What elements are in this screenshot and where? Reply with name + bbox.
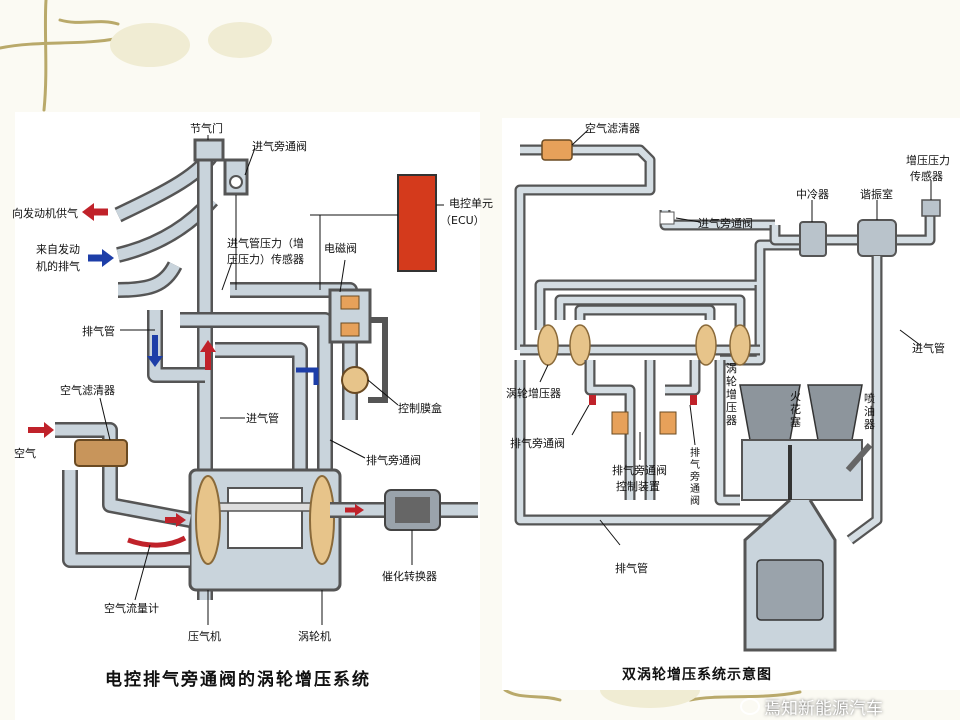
label-intake-manifold: 进气管 xyxy=(246,412,279,425)
label-r-exhaust-pipe: 排气管 xyxy=(615,562,648,575)
label-air-filter: 空气滤清器 xyxy=(60,384,115,397)
label-solenoid-valve: 电磁阀 xyxy=(324,242,357,255)
label-r-boost-sensor-1: 增压压力 xyxy=(906,154,950,167)
label-exhaust-bypass-valve: 排气旁通阀 xyxy=(366,454,421,467)
label-r-intake-bypass-valve: 进气旁通阀 xyxy=(698,217,753,230)
label-r-turbocharger-vertical: 涡轮增压器 xyxy=(726,362,737,427)
label-r-bypass-control-1: 排气旁通阀 xyxy=(612,464,667,477)
label-turbine: 涡轮机 xyxy=(298,630,331,643)
label-r-turbocharger: 涡轮增压器 xyxy=(506,387,561,400)
label-r-injector: 喷油器 xyxy=(864,392,875,431)
label-control-diaphragm: 控制膜盒 xyxy=(398,402,442,415)
label-throttle: 节气门 xyxy=(190,122,223,135)
label-air-flow-meter: 空气流量计 xyxy=(104,602,159,615)
label-r-resonator: 谐振室 xyxy=(860,188,893,201)
right-diagram-background xyxy=(502,118,960,690)
label-from-engine-2: 机的排气 xyxy=(36,260,80,273)
label-intake-bypass-valve: 进气旁通阀 xyxy=(252,140,307,153)
label-compressor: 压气机 xyxy=(188,630,221,643)
label-r-air-filter: 空气滤清器 xyxy=(585,122,640,135)
label-r-exhaust-bypass-valve: 排气旁通阀 xyxy=(510,437,565,450)
label-exhaust-manifold: 排气管 xyxy=(82,325,115,338)
watermark-text: 焉知新能源汽车 xyxy=(764,699,883,719)
wechat-icon xyxy=(740,698,760,715)
label-to-engine: 向发动机供气 xyxy=(12,207,78,220)
label-boost-sensor-1: 进气管压力（增 xyxy=(227,237,304,250)
label-r-intercooler: 中冷器 xyxy=(796,188,829,201)
label-air: 空气 xyxy=(14,447,36,460)
label-boost-sensor-2: 压压力）传感器 xyxy=(227,253,304,266)
label-from-engine-1: 来自发动 xyxy=(36,243,80,256)
right-caption: 双涡轮增压系统示意图 xyxy=(622,667,772,683)
left-caption: 电控排气旁通阀的涡轮增压系统 xyxy=(105,670,371,690)
label-ecu-2: （ECU） xyxy=(440,214,485,227)
label-r-spark-plug: 火花塞 xyxy=(790,390,801,429)
label-r-boost-sensor-2: 传感器 xyxy=(910,170,943,183)
label-r-exhaust-bypass-valve-vertical: 排气旁通阀 xyxy=(690,448,700,507)
label-r-bypass-control-2: 控制装置 xyxy=(616,480,660,493)
label-r-intake-pipe: 进气管 xyxy=(912,342,945,355)
label-catalytic-converter: 催化转换器 xyxy=(382,570,437,583)
watermark: 焉知新能源汽车 xyxy=(740,694,883,719)
label-ecu-1: 电控单元 xyxy=(449,197,493,210)
